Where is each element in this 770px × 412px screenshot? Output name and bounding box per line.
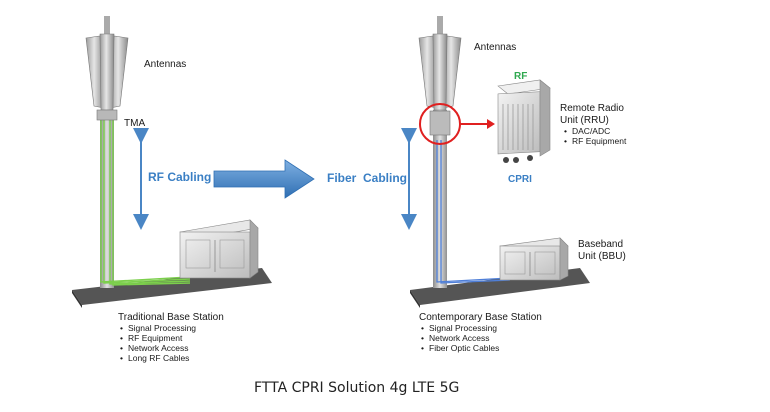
rf-cables bbox=[100, 118, 191, 286]
rru-unit bbox=[497, 79, 551, 163]
bbu-title-line-2: Unit (BBU) bbox=[578, 251, 626, 262]
list-item: • bbox=[421, 343, 424, 353]
list-item: Signal Processing bbox=[429, 323, 497, 333]
traditional-base-station-cabinet bbox=[179, 219, 259, 279]
rru-title-line-1: Remote Radio bbox=[560, 103, 624, 114]
caption-text: FTTA CPRI Solution 4g LTE 5G bbox=[254, 380, 460, 396]
rf-cabling-label: RF Cabling bbox=[148, 170, 211, 184]
list-item: Long RF Cables bbox=[128, 353, 189, 363]
tma-unit bbox=[96, 109, 118, 121]
tma-label: TMA bbox=[124, 118, 145, 129]
cpri-label: CPRI bbox=[508, 174, 532, 185]
list-item: Signal Processing bbox=[128, 323, 196, 333]
fiber-cabling-label: Fiber Cabling bbox=[327, 171, 407, 185]
bbu-title-line-1: Baseband bbox=[578, 239, 623, 250]
list-item: • bbox=[564, 136, 567, 146]
list-item: • bbox=[120, 343, 123, 353]
fiber-cables bbox=[436, 140, 511, 284]
list-item: Network Access bbox=[429, 333, 489, 343]
list-item: Network Access bbox=[128, 343, 188, 353]
traditional-tower bbox=[72, 16, 272, 308]
antennas-left bbox=[85, 33, 129, 111]
list-item: RF Equipment bbox=[128, 333, 183, 343]
list-item: • bbox=[120, 333, 123, 343]
traditional-station-title: Traditional Base Station bbox=[118, 312, 224, 323]
antennas-label-left: Antennas bbox=[144, 59, 186, 70]
list-item: Fiber Optic Cables bbox=[429, 343, 499, 353]
list-item: • bbox=[120, 353, 123, 363]
antennas-label-right: Antennas bbox=[474, 42, 516, 53]
list-item: • bbox=[564, 126, 567, 136]
rru-on-tower bbox=[429, 110, 451, 136]
antennas-right bbox=[418, 33, 462, 111]
tower-pole-left bbox=[100, 110, 114, 288]
contemporary-station-list: • Signal Processing • Network Access • F… bbox=[421, 323, 499, 353]
rru-feature-list: • DAC/ADC • RF Equipment bbox=[564, 126, 627, 146]
list-item: DAC/ADC bbox=[572, 126, 610, 136]
list-item: • bbox=[421, 333, 424, 343]
contemporary-tower bbox=[401, 16, 590, 308]
tower-pole-right bbox=[433, 110, 447, 288]
bbu-cabinet bbox=[499, 237, 569, 281]
contemporary-station-title: Contemporary Base Station bbox=[419, 312, 542, 323]
rru-title-line-2: Unit (RRU) bbox=[560, 115, 609, 126]
traditional-station-list: • Signal Processing • RF Equipment • Net… bbox=[120, 323, 196, 363]
list-item: • bbox=[120, 323, 123, 333]
rf-label: RF bbox=[514, 71, 527, 82]
list-item: RF Equipment bbox=[572, 136, 627, 146]
list-item: • bbox=[421, 323, 424, 333]
transition-arrow bbox=[213, 159, 315, 199]
